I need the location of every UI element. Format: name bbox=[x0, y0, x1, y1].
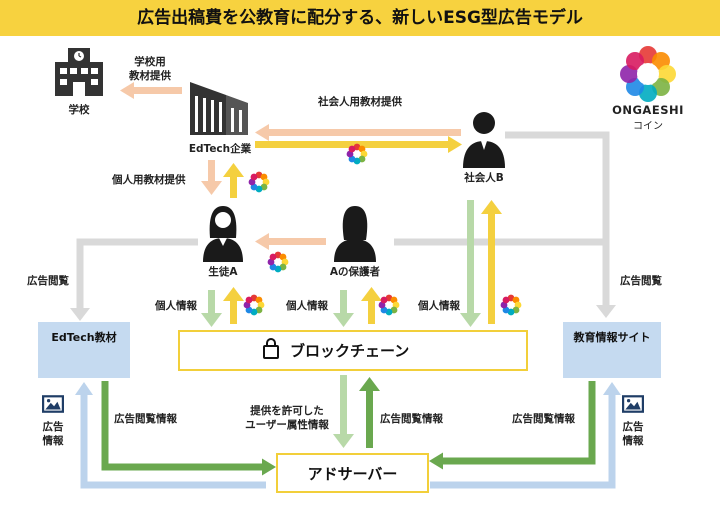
guardian-a-label: Aの保護者 bbox=[329, 266, 381, 278]
ad-server-label: アドサーバー bbox=[307, 465, 398, 483]
lock-icon bbox=[263, 345, 279, 359]
image-icon-ad-info-right bbox=[622, 395, 644, 413]
blockchain-label: ブロックチェーン bbox=[290, 342, 410, 360]
edu-info-site-label: 教育情報サイト bbox=[573, 331, 651, 344]
person-icon-worker-b bbox=[463, 112, 505, 168]
school-label: 学校 bbox=[68, 104, 90, 116]
school-material-line2: 教材提供 bbox=[129, 70, 171, 82]
page-title: 広告出稿費を公教育に配分する、新しいESG型広告モデル bbox=[137, 8, 583, 28]
ad-info-left-line2: 情報 bbox=[42, 435, 64, 447]
personal-info-label-1: 個人情報 bbox=[155, 300, 197, 312]
worker-material-label: 社会人用教材提供 bbox=[318, 96, 402, 108]
person-icon-student-a bbox=[203, 206, 243, 262]
person-icon-guardian-a bbox=[334, 206, 376, 262]
gray-arrowhead-right bbox=[596, 305, 616, 318]
ad-view-info-left-label: 広告閲覧情報 bbox=[114, 413, 177, 425]
ad-info-right-line2: 情報 bbox=[622, 435, 644, 447]
personal-material-label: 個人用教材提供 bbox=[112, 174, 186, 186]
brand-sub: コイン bbox=[633, 121, 663, 132]
worker-b-label: 社会人B bbox=[464, 172, 504, 184]
ad-info-right-line1: 広告 bbox=[622, 421, 644, 433]
ad-server-box bbox=[276, 453, 429, 493]
personal-info-label-3: 個人情報 bbox=[418, 300, 460, 312]
brand-name: ONGAESHI bbox=[612, 103, 684, 117]
ad-view-info-right-label: 広告閲覧情報 bbox=[512, 413, 575, 425]
yellow-arrows bbox=[223, 136, 502, 324]
edu-info-site-box bbox=[563, 322, 661, 378]
personal-info-label-2: 個人情報 bbox=[286, 300, 328, 312]
edtech-company-label: EdTech企業 bbox=[188, 143, 252, 155]
image-icon-ad-info-left bbox=[42, 395, 64, 413]
gray-lines bbox=[76, 131, 610, 308]
peach-arrows bbox=[120, 82, 461, 250]
school-material-line1: 学校用 bbox=[134, 56, 166, 68]
school-building-icon bbox=[55, 48, 103, 96]
ad-view-left-label: 広告閲覧 bbox=[27, 275, 69, 287]
ad-view-right-label: 広告閲覧 bbox=[620, 275, 662, 287]
light-blue-arrows bbox=[75, 382, 621, 489]
ad-info-left-line1: 広告 bbox=[42, 421, 64, 433]
lock-shackle bbox=[266, 338, 276, 347]
light-green-arrows bbox=[201, 200, 481, 448]
student-a-label: 生徒A bbox=[208, 266, 238, 278]
blockchain-box bbox=[178, 330, 528, 371]
office-building-icon bbox=[190, 82, 248, 135]
permitted-attr-line1: 提供を許可した bbox=[250, 405, 324, 417]
edtech-material-label: EdTech教材 bbox=[51, 331, 117, 344]
permitted-attr-line2: ユーザー属性情報 bbox=[245, 419, 329, 431]
ongaeshi-logo-icon bbox=[620, 46, 676, 102]
coin-icon bbox=[243, 143, 522, 316]
ad-view-info-center-label: 広告閲覧情報 bbox=[380, 413, 443, 425]
dark-green-arrows bbox=[101, 377, 596, 476]
gray-arrowhead-left bbox=[70, 308, 90, 321]
edtech-material-box bbox=[38, 322, 130, 378]
title-bar bbox=[0, 0, 720, 36]
